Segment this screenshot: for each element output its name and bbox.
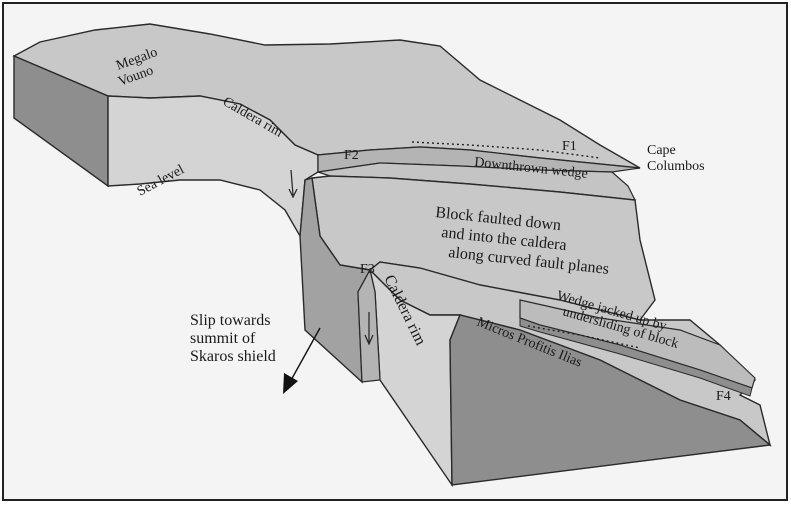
label-columbos: Columbos [647,159,705,174]
upper-slip-arrow [288,169,298,199]
middle-block-left-face [299,177,372,384]
label-slip-line1: Slip towards [190,312,270,329]
label-f1: F1 [562,139,577,154]
label-cape: Cape [647,143,676,158]
label-f3: F3 [360,262,375,277]
label-slip-line2: summit of [190,330,256,347]
label-f2: F2 [344,148,359,163]
slip-arrowhead [283,373,298,394]
label-slip-line3: Skaros shield [190,348,276,365]
label-f4: F4 [716,389,731,404]
lower-block-right-face [449,314,772,486]
slip-direction-arrow [289,327,321,383]
lower-slip-arrow [364,312,374,346]
